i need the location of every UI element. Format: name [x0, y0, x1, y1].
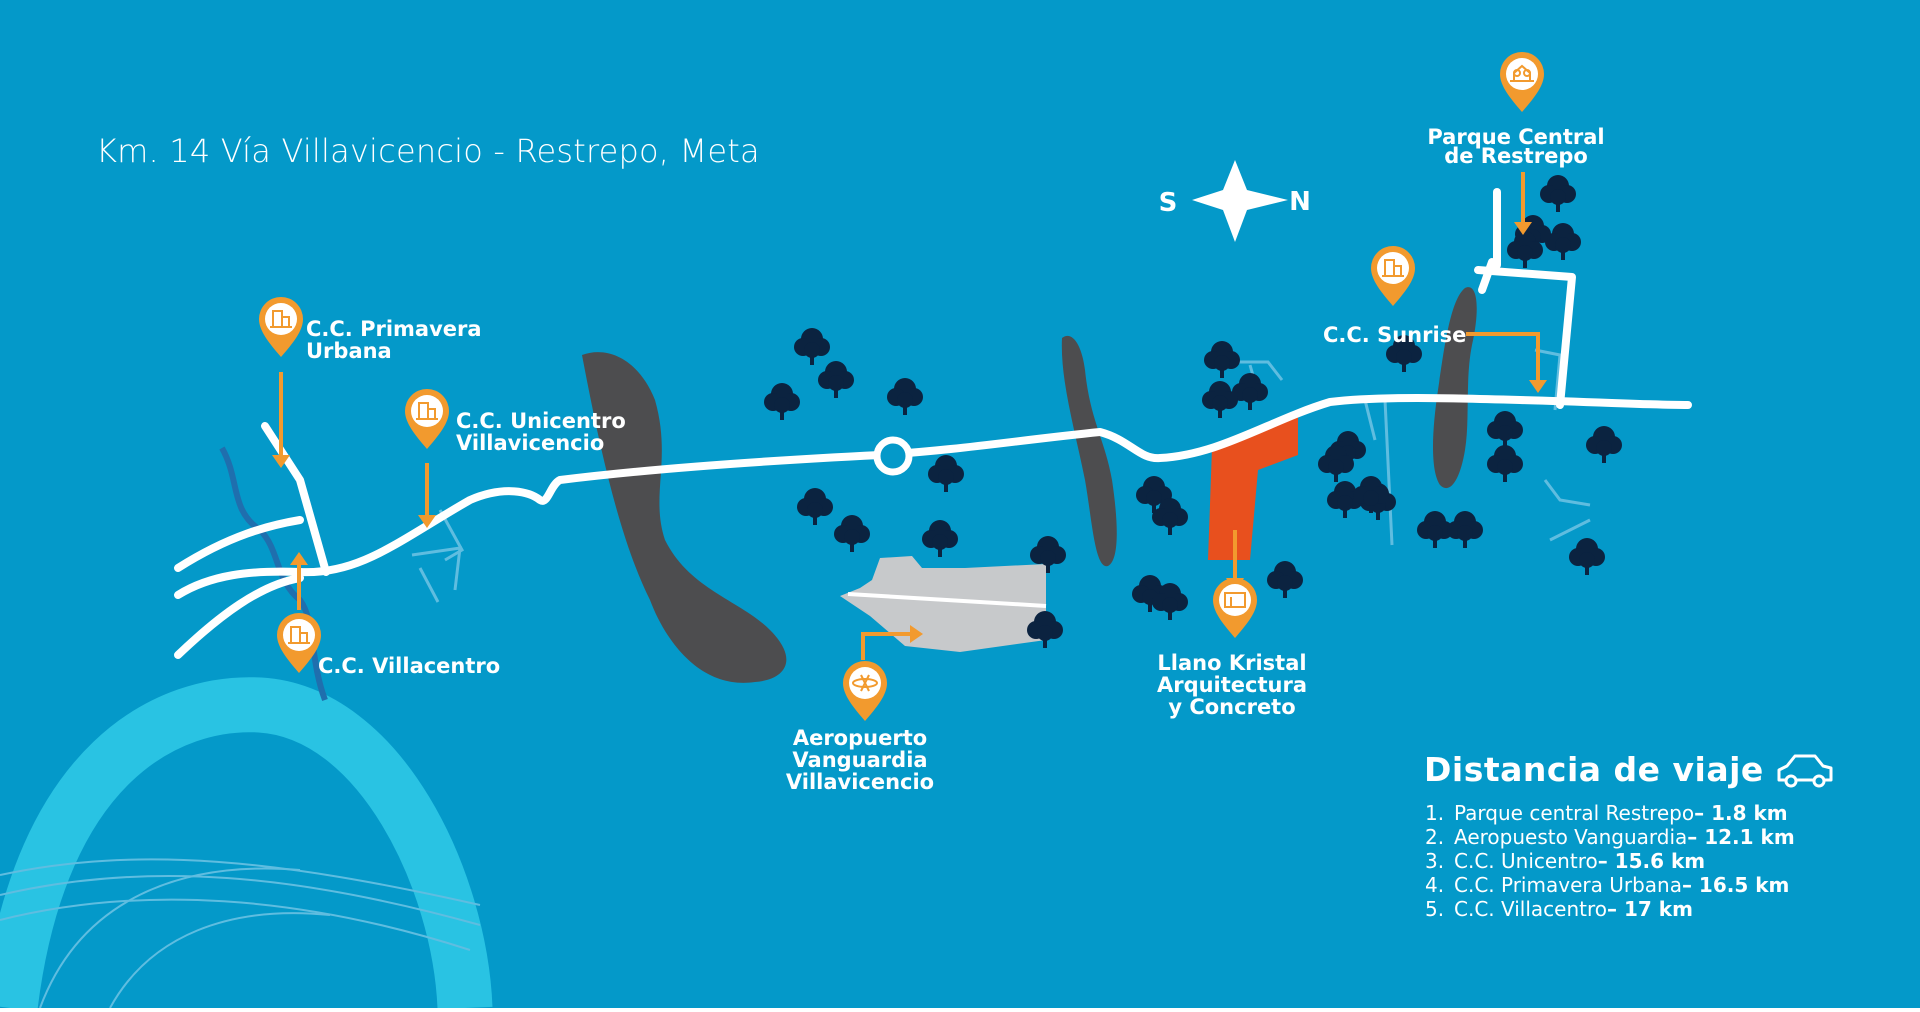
legend-item-distance: – 1.8 km [1694, 801, 1788, 825]
arrow-heads [272, 222, 1547, 643]
legend-item: 4. C.C. Primavera Urbana– 16.5 km [1425, 873, 1795, 897]
pointer-arrows [279, 172, 1540, 660]
pin-aeropuerto[interactable] [843, 661, 887, 721]
label-sunrise-line1: C.C. Sunrise [1323, 323, 1467, 347]
label-llano-line3: y Concreto [1168, 695, 1296, 719]
legend-item: 2. Aeropuesto Vanguardia– 12.1 km [1425, 825, 1795, 849]
legend-item-number: 1. [1425, 801, 1445, 825]
building-icon [270, 310, 292, 328]
legend-item-number: 5. [1425, 897, 1445, 921]
compass-label-north: N [1289, 187, 1311, 217]
label-parque-line1: Parque Central [1427, 125, 1605, 149]
plane-icon [852, 674, 878, 692]
forest-strip-east [1433, 287, 1477, 489]
label-aeropuerto-line2: Vanguardia [792, 748, 928, 772]
legend-item-name: C.C. Villacentro [1454, 897, 1608, 921]
airport-area [840, 556, 1047, 652]
forest-strip-center [1061, 335, 1117, 567]
legend-item: 3. C.C. Unicentro– 15.6 km [1425, 849, 1795, 873]
pin-sunrise[interactable] [1371, 246, 1415, 306]
label-villacentro[interactable]: C.C. Villacentro [318, 655, 500, 677]
label-llano-line2: Arquitectura [1156, 673, 1308, 697]
legend-item: 1. Parque central Restrepo– 1.8 km [1425, 801, 1795, 825]
building-icon [1224, 592, 1246, 608]
pin-unicentro[interactable] [405, 389, 449, 449]
label-parque-line2: de Restrepo [1444, 144, 1588, 168]
legend-item-number: 3. [1425, 849, 1445, 873]
river-decoration [0, 677, 493, 1012]
pin-primavera[interactable] [259, 297, 303, 357]
pin-villacentro[interactable] [277, 613, 321, 673]
legend-list: 1. Parque central Restrepo– 1.8 km 2. Aero… [1425, 801, 1795, 921]
minor-streets [411, 348, 1591, 603]
legend-item-distance: – 16.5 km [1681, 873, 1790, 897]
forest-strip-west [582, 352, 787, 683]
roundabout [873, 436, 913, 476]
park-icon [1510, 64, 1534, 82]
label-unicentro[interactable]: C.C. Unicentro Villavicencio [456, 410, 626, 454]
label-llano-line1: Llano Kristal [1157, 651, 1307, 675]
legend-item-distance: – 15.6 km [1597, 849, 1706, 873]
label-llano-kristal[interactable]: Llano Kristal Arquitectura y Concreto [1122, 652, 1342, 718]
legend-item-name: Aeropuesto Vanguardia [1454, 825, 1688, 849]
legend-item-name: Parque central Restrepo [1454, 801, 1695, 825]
legend-item-number: 4. [1425, 873, 1445, 897]
label-primavera-line1: C.C. Primavera [306, 317, 482, 341]
legend-item-distance: – 12.1 km [1687, 825, 1795, 849]
building-icon [416, 402, 438, 420]
legend-item: 5. C.C. Villacentro– 17 km [1425, 897, 1795, 921]
legend-item-name: C.C. Primavera Urbana [1454, 873, 1682, 897]
label-unicentro-line1: C.C. Unicentro [456, 409, 626, 433]
label-unicentro-line2: Villavicencio [456, 431, 605, 455]
location-title: Km. 14 Vía Villavicencio - Restrepo, Met… [96, 132, 760, 170]
building-icon [288, 626, 310, 644]
label-sunrise[interactable]: C.C. Sunrise [1323, 324, 1466, 346]
building-icon [1382, 259, 1404, 277]
compass-rose [1192, 160, 1288, 242]
compass-label-south: S [1159, 188, 1178, 218]
car-icon [1777, 754, 1833, 788]
pin-parque[interactable] [1500, 52, 1544, 112]
label-aeropuerto-line1: Aeropuerto [792, 726, 928, 750]
legend-item-name: C.C. Unicentro [1454, 849, 1598, 873]
label-aeropuerto[interactable]: Aeropuerto Vanguardia Villavicencio [760, 727, 960, 793]
pin-llano-kristal[interactable] [1213, 578, 1257, 638]
legend-item-number: 2. [1425, 825, 1445, 849]
label-primavera[interactable]: C.C. Primavera Urbana [306, 318, 482, 362]
label-villacentro-line1: C.C. Villacentro [318, 654, 501, 678]
legend-title: Distancia de viaje [1424, 750, 1764, 789]
legend-item-distance: – 17 km [1607, 897, 1693, 921]
label-parque[interactable]: Parque Central de Restrepo [1416, 125, 1616, 168]
label-primavera-line2: Urbana [306, 339, 392, 363]
label-aeropuerto-line3: Villavicencio [785, 770, 935, 794]
llano-kristal-site [1208, 410, 1298, 560]
